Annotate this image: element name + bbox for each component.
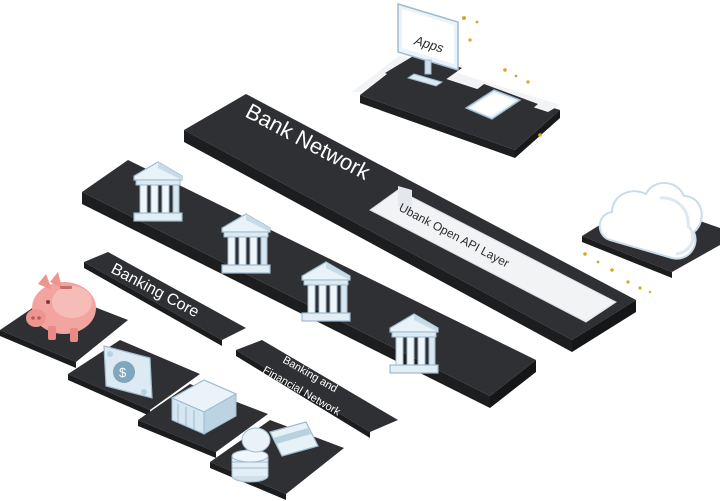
money-bag-icon: $ (103, 345, 153, 399)
monitor-icon (397, 2, 459, 87)
storefront-icon (170, 379, 238, 435)
open-api-layer-bar (369, 186, 617, 323)
banking-core-label: Banking Core (108, 261, 202, 322)
cloud-icon (598, 182, 703, 260)
card-icon (269, 421, 319, 457)
banking-core-bar (84, 252, 246, 346)
connector-dots-icon (462, 16, 652, 294)
svg-text:$: $ (119, 365, 127, 380)
piggy-bank-icon (26, 272, 96, 342)
phone-icon (464, 89, 522, 120)
coin-stack-icon (231, 427, 271, 483)
financial-network-bar (236, 340, 398, 438)
